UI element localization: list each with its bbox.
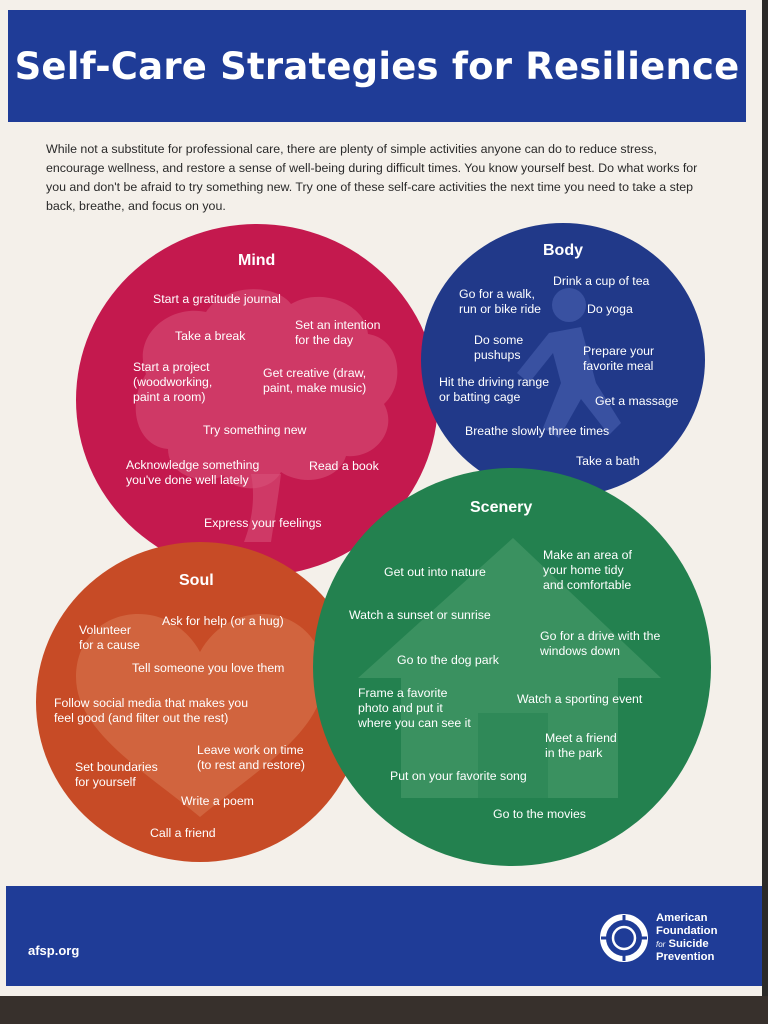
body-circle bbox=[421, 223, 705, 497]
mind-item: Express your feelings bbox=[204, 516, 322, 530]
scenery-item: Go to the movies bbox=[493, 807, 586, 821]
body-item: Take a bath bbox=[576, 454, 640, 468]
scenery-circle bbox=[313, 468, 711, 866]
scenery-item: Make an area of your home tidy and comfo… bbox=[543, 548, 632, 592]
body-heading: Body bbox=[543, 242, 583, 259]
body-item: Do yoga bbox=[587, 302, 633, 316]
body-item: Prepare your favorite meal bbox=[583, 344, 655, 373]
scenery-item: Meet a friend in the park bbox=[545, 731, 617, 760]
mind-item: Set an intention for the day bbox=[295, 318, 381, 347]
flyer-page: Self-Care Strategies for Resilience Whil… bbox=[0, 0, 762, 1004]
soul-item: Volunteer for a cause bbox=[79, 623, 140, 652]
mind-circle bbox=[76, 224, 438, 576]
soul-heading: Soul bbox=[179, 572, 214, 589]
mind-item: Try something new bbox=[203, 423, 307, 437]
intro-paragraph: While not a substitute for professional … bbox=[46, 142, 698, 213]
body-item: Go for a walk, run or bike ride bbox=[459, 287, 542, 316]
soul-item: Write a poem bbox=[181, 794, 254, 808]
scenery-item: Go for a drive with the windows down bbox=[540, 629, 661, 658]
page-title: Self-Care Strategies for Resilience bbox=[14, 44, 740, 88]
brain-icon bbox=[135, 289, 398, 542]
body-item: Get a massage bbox=[595, 394, 679, 408]
life-ring-icon bbox=[600, 914, 648, 962]
soul-item: Call a friend bbox=[150, 826, 216, 840]
scenery-item: Frame a favorite photo and put it where … bbox=[358, 686, 471, 730]
scenery-item: Put on your favorite song bbox=[390, 769, 527, 783]
walking-person-icon bbox=[517, 288, 621, 438]
mind-item: Acknowledge something you've done well l… bbox=[126, 458, 260, 487]
afsp-logo: American Foundation for Suicide Preventi… bbox=[600, 912, 718, 964]
scenery-item: Go to the dog park bbox=[397, 653, 499, 667]
body-item: Drink a cup of tea bbox=[553, 274, 650, 288]
mind-item: Read a book bbox=[309, 459, 379, 473]
mind-heading: Mind bbox=[238, 252, 276, 269]
mind-item: Take a break bbox=[175, 329, 246, 343]
soul-item: Leave work on time (to rest and restore) bbox=[197, 743, 305, 772]
house-icon bbox=[358, 538, 661, 798]
organization-name: American Foundation for Suicide Preventi… bbox=[656, 912, 718, 963]
soul-item: Tell someone you love them bbox=[132, 661, 285, 675]
body-item: Hit the driving range or batting cage bbox=[439, 375, 550, 404]
soul-circle bbox=[36, 542, 364, 862]
mind-item: Get creative (draw, paint, make music) bbox=[263, 366, 367, 395]
soul-item: Set boundaries for yourself bbox=[75, 760, 158, 789]
title-banner: Self-Care Strategies for Resilience bbox=[8, 10, 746, 122]
mind-item: Start a gratitude journal bbox=[153, 292, 281, 306]
scenery-item: Watch a sunset or sunrise bbox=[349, 608, 491, 622]
heart-icon bbox=[76, 614, 324, 817]
table-surface bbox=[0, 996, 768, 1024]
scenery-heading: Scenery bbox=[470, 499, 533, 516]
soul-item: Follow social media that makes you feel … bbox=[54, 696, 249, 725]
body-item: Do some pushups bbox=[474, 333, 524, 362]
body-item: Breathe slowly three times bbox=[465, 424, 610, 438]
website-link[interactable]: afsp.org bbox=[28, 943, 80, 958]
soul-item: Ask for help (or a hug) bbox=[162, 614, 284, 628]
scenery-item: Get out into nature bbox=[384, 565, 486, 579]
scenery-item: Watch a sporting event bbox=[517, 692, 643, 706]
footer-banner: afsp.org American Foundation for Suicide… bbox=[6, 886, 762, 986]
mind-item: Start a project (woodworking, paint a ro… bbox=[133, 360, 213, 404]
